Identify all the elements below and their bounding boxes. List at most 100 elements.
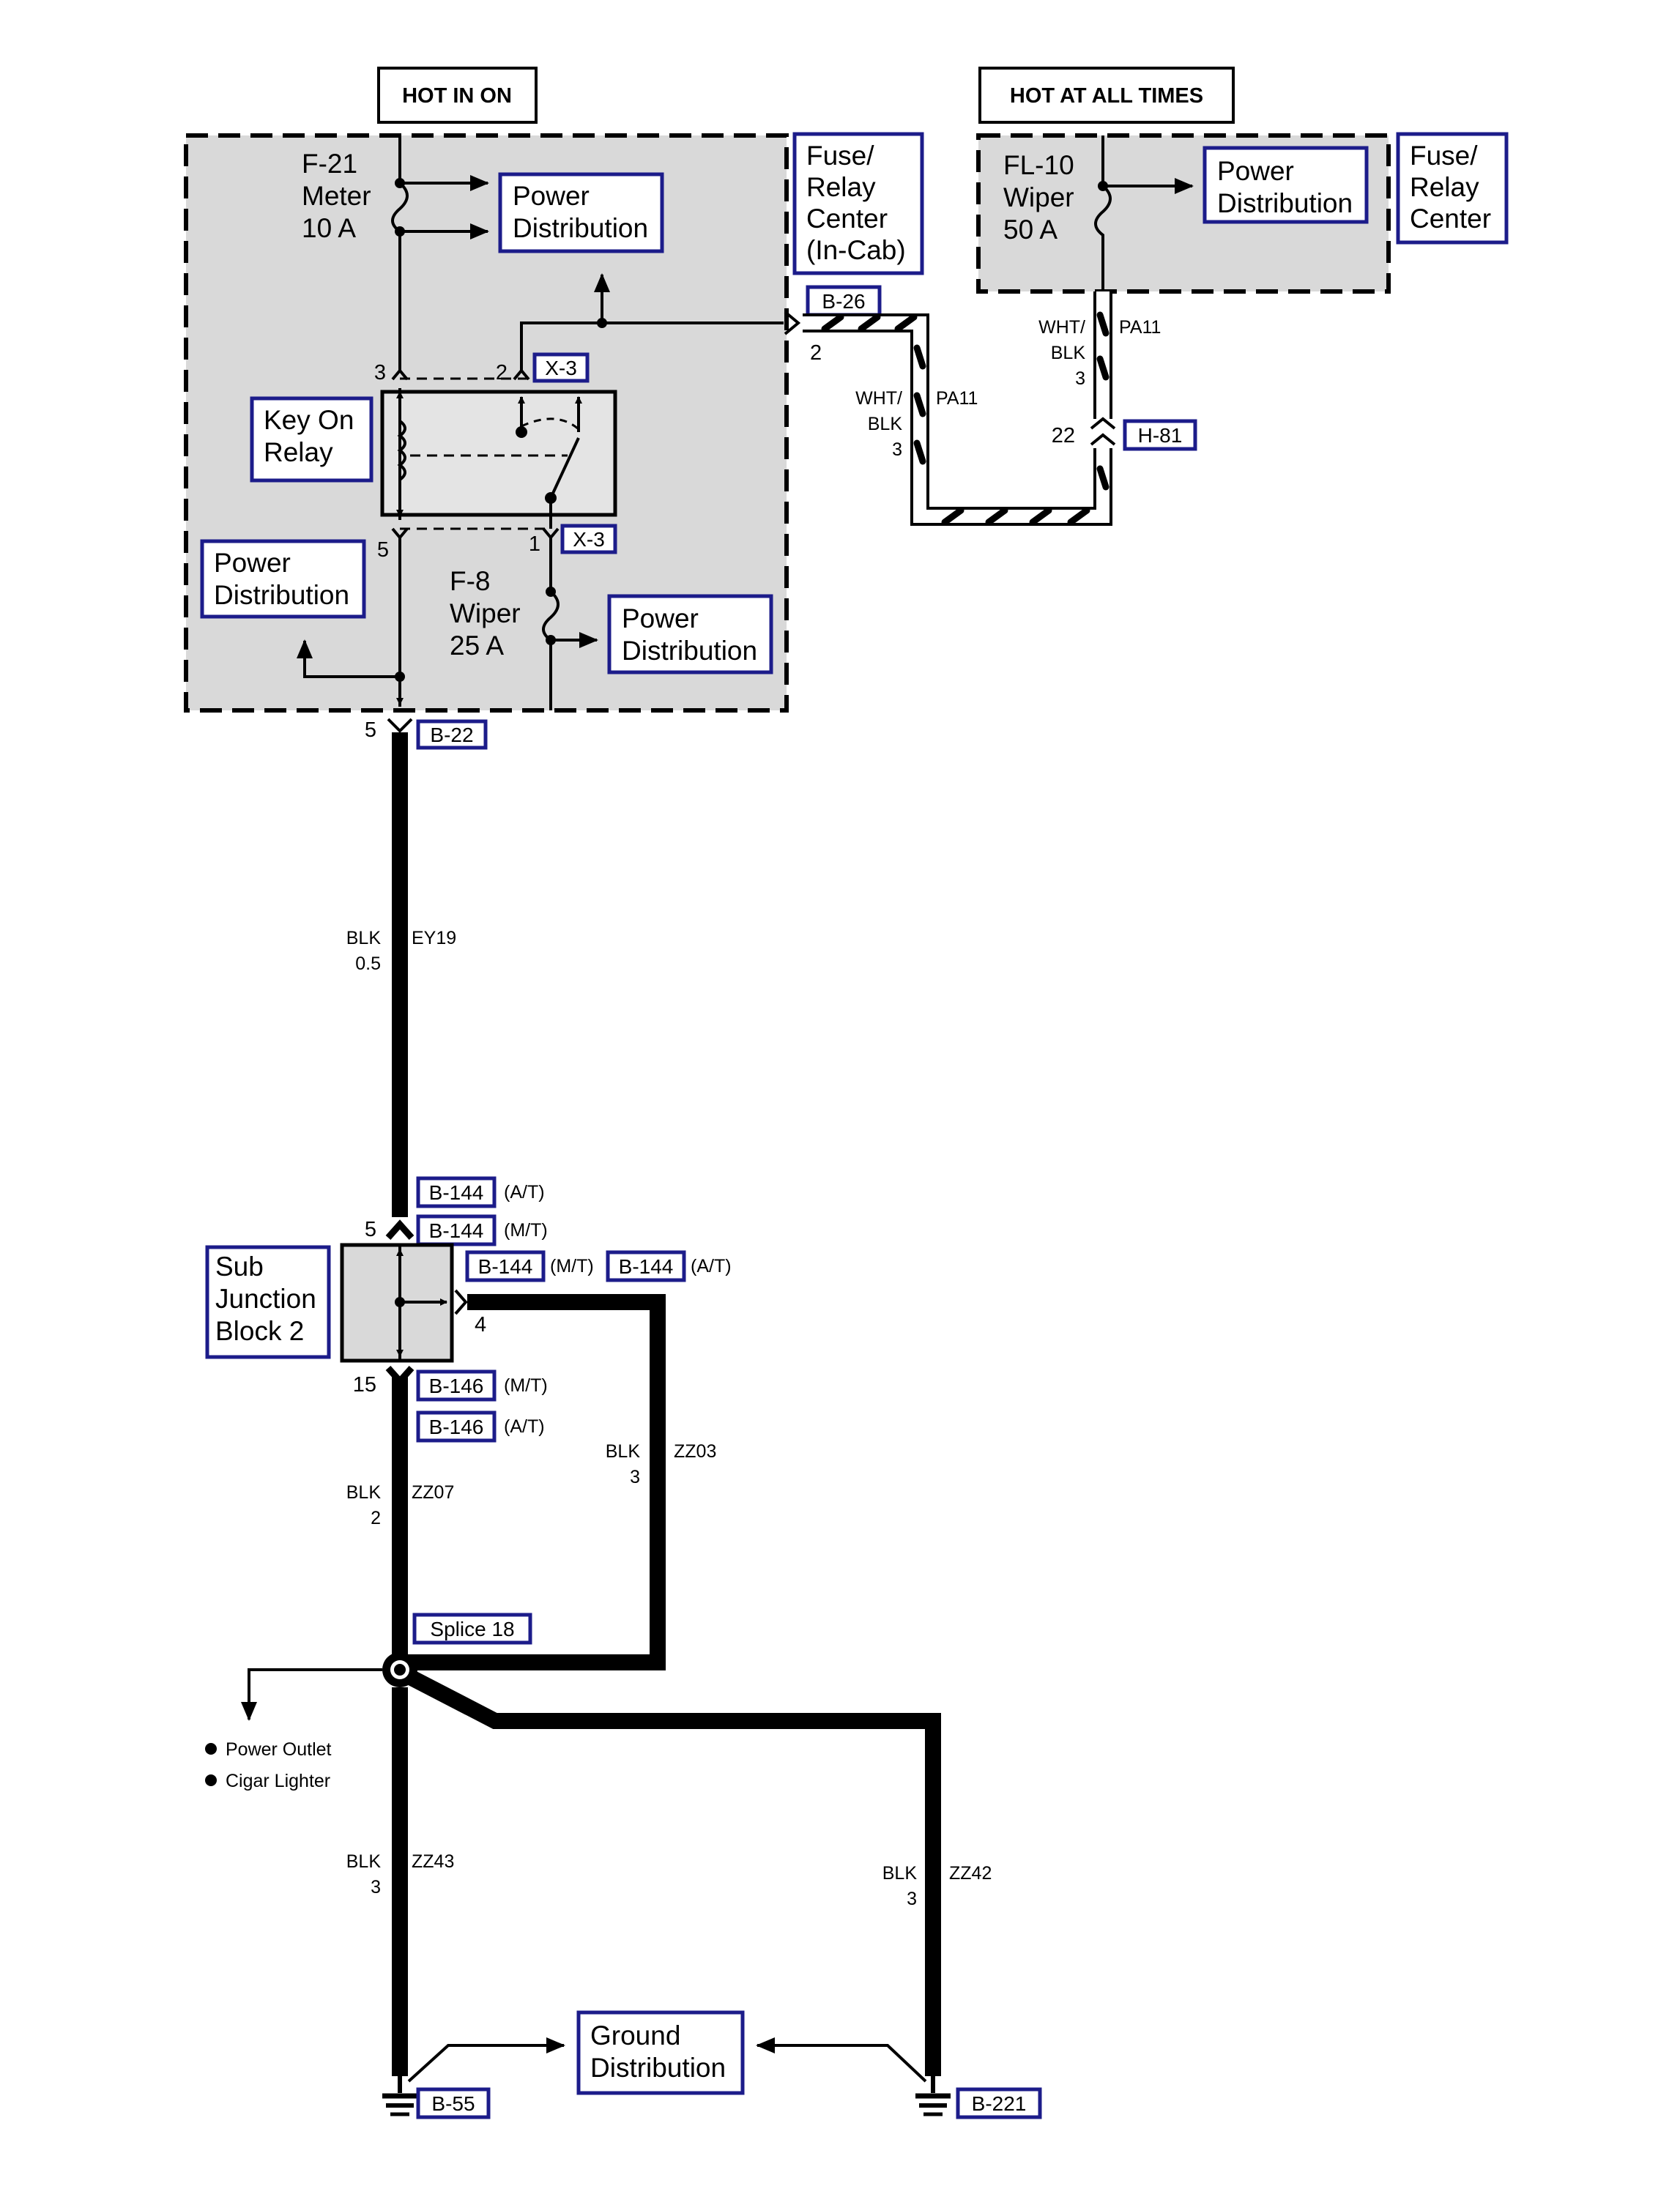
fuse-relay-center-label: Fuse/ Relay Center <box>1396 132 1509 245</box>
x3-connector-bottom[interactable]: X-3 <box>560 524 617 554</box>
svg-text:EY19: EY19 <box>412 928 456 948</box>
fuse-relay-center-incab-label: Fuse/ Relay Center (In-Cab) <box>792 132 924 275</box>
svg-text:X-3: X-3 <box>545 357 577 379</box>
zz07-wire-label: BLK 2 ZZ07 <box>346 1482 455 1528</box>
ground-b221-symbol <box>915 2076 951 2116</box>
sub-junction-block-label: Sub Junction Block 2 <box>205 1245 331 1359</box>
svg-text:B-22: B-22 <box>430 724 473 746</box>
svg-text:BLK: BLK <box>346 1482 382 1503</box>
b55-connector[interactable]: B-55 <box>416 2087 491 2119</box>
svg-text:Power: Power <box>214 548 291 578</box>
b26-connector[interactable]: B-26 <box>806 285 882 317</box>
svg-text:3: 3 <box>907 1889 917 1909</box>
svg-text:B-144: B-144 <box>619 1255 674 1278</box>
svg-text:B-55: B-55 <box>431 2092 475 2115</box>
svg-text:B-144: B-144 <box>429 1219 484 1242</box>
svg-text:Key On: Key On <box>264 405 354 435</box>
svg-text:5: 5 <box>365 718 376 742</box>
b22-connector[interactable]: B-22 <box>416 719 488 750</box>
svg-text:4: 4 <box>475 1313 486 1337</box>
svg-text:1: 1 <box>529 532 540 556</box>
svg-text:F-21: F-21 <box>302 149 357 179</box>
h81-connector[interactable]: H-81 <box>1123 419 1197 451</box>
svg-text:BLK: BLK <box>346 1851 382 1872</box>
ey19-wire-label: BLK 0.5 EY19 <box>346 928 456 974</box>
svg-text:HOT AT ALL TIMES: HOT AT ALL TIMES <box>1010 84 1203 108</box>
svg-text:2: 2 <box>496 361 508 384</box>
svg-text:Distribution: Distribution <box>590 2053 726 2083</box>
svg-text:WHT/: WHT/ <box>1038 317 1085 338</box>
svg-text:Cigar Lighter: Cigar Lighter <box>226 1771 330 1791</box>
svg-text:Distribution: Distribution <box>1217 188 1353 218</box>
b146-mt-connector[interactable]: B-146 <box>416 1369 497 1402</box>
key-on-relay-label: Key On Relay <box>250 396 373 483</box>
b146-at-connector[interactable]: B-146 <box>416 1410 497 1443</box>
zz42-wire-label: BLK 3 ZZ42 <box>882 1863 992 1909</box>
svg-text:Meter: Meter <box>302 181 371 211</box>
power-distribution-box-1[interactable]: Power Distribution <box>498 172 664 253</box>
svg-text:ZZ42: ZZ42 <box>949 1863 992 1884</box>
svg-text:(M/T): (M/T) <box>504 1375 548 1396</box>
svg-text:B-146: B-146 <box>429 1416 484 1438</box>
sub-junction-block-2 <box>340 1243 454 1363</box>
key-on-relay <box>380 368 617 540</box>
svg-text:B-221: B-221 <box>972 2092 1027 2115</box>
svg-text:(In-Cab): (In-Cab) <box>806 235 906 265</box>
svg-text:3: 3 <box>892 439 902 460</box>
svg-text:50 A: 50 A <box>1003 215 1058 245</box>
svg-text:B-26: B-26 <box>822 290 865 313</box>
svg-text:3: 3 <box>374 361 386 384</box>
svg-text:Wiper: Wiper <box>1003 182 1074 212</box>
svg-text:Distribution: Distribution <box>513 213 648 243</box>
b144-at-connector[interactable]: B-144 <box>416 1176 497 1208</box>
pa11-right-label: WHT/ BLK 3 PA11 <box>1038 317 1161 389</box>
svg-text:(M/T): (M/T) <box>504 1220 548 1241</box>
splice-outputs-list: Power Outlet Cigar Lighter <box>205 1739 332 1791</box>
svg-text:PA11: PA11 <box>1119 317 1161 338</box>
svg-text:Splice 18: Splice 18 <box>430 1618 514 1640</box>
svg-text:(A/T): (A/T) <box>691 1256 732 1276</box>
svg-text:Distribution: Distribution <box>214 580 349 610</box>
svg-text:PA11: PA11 <box>936 388 978 409</box>
svg-text:(A/T): (A/T) <box>504 1416 545 1437</box>
svg-text:Relay: Relay <box>806 172 876 202</box>
svg-text:2: 2 <box>371 1508 381 1528</box>
svg-text:3: 3 <box>630 1467 640 1487</box>
svg-text:Power: Power <box>1217 156 1294 186</box>
b144-side-mt-connector[interactable]: B-144 <box>465 1250 546 1282</box>
svg-text:BLK: BLK <box>882 1863 918 1884</box>
hot-at-all-times-header: HOT AT ALL TIMES <box>978 67 1235 124</box>
b144-side-at-connector[interactable]: B-144 <box>606 1250 686 1282</box>
svg-text:Ground: Ground <box>590 2021 680 2051</box>
power-distribution-box-2[interactable]: Power Distribution <box>1203 146 1369 224</box>
ground-distribution-box[interactable]: Ground Distribution <box>576 2010 745 2095</box>
zz43-wire-label: BLK 3 ZZ43 <box>346 1851 455 1897</box>
svg-text:Center: Center <box>806 204 888 234</box>
pa11-left-label: WHT/ BLK 3 PA11 <box>855 388 978 460</box>
svg-text:22: 22 <box>1052 424 1075 447</box>
svg-text:3: 3 <box>371 1877 381 1897</box>
svg-text:ZZ03: ZZ03 <box>674 1441 716 1462</box>
svg-text:Distribution: Distribution <box>622 636 757 666</box>
svg-text:BLK: BLK <box>606 1441 641 1462</box>
zz03-wire-label: BLK 3 ZZ03 <box>606 1441 717 1487</box>
f21-fuse: F-21 Meter 10 A <box>302 135 489 370</box>
power-distribution-box-3[interactable]: Power Distribution <box>200 539 366 619</box>
svg-text:5: 5 <box>377 538 389 562</box>
svg-text:15: 15 <box>353 1373 376 1397</box>
b144-mt-connector[interactable]: B-144 <box>416 1214 497 1246</box>
f8-fuse: F-8 Wiper 25 A <box>450 538 598 710</box>
svg-text:Block 2: Block 2 <box>215 1316 304 1346</box>
svg-text:Sub: Sub <box>215 1252 264 1282</box>
svg-text:F-8: F-8 <box>450 566 491 596</box>
svg-text:5: 5 <box>365 1218 376 1241</box>
x3-connector-top[interactable]: X-3 <box>532 352 590 383</box>
fl10-fuse: FL-10 Wiper 50 A <box>1003 135 1194 291</box>
power-distribution-box-4[interactable]: Power Distribution <box>607 594 773 674</box>
svg-text:Relay: Relay <box>264 437 333 467</box>
b221-connector[interactable]: B-221 <box>956 2087 1042 2119</box>
svg-text:HOT IN ON: HOT IN ON <box>402 84 512 108</box>
svg-text:(A/T): (A/T) <box>504 1182 545 1202</box>
splice-18-label[interactable]: Splice 18 <box>412 1613 532 1645</box>
